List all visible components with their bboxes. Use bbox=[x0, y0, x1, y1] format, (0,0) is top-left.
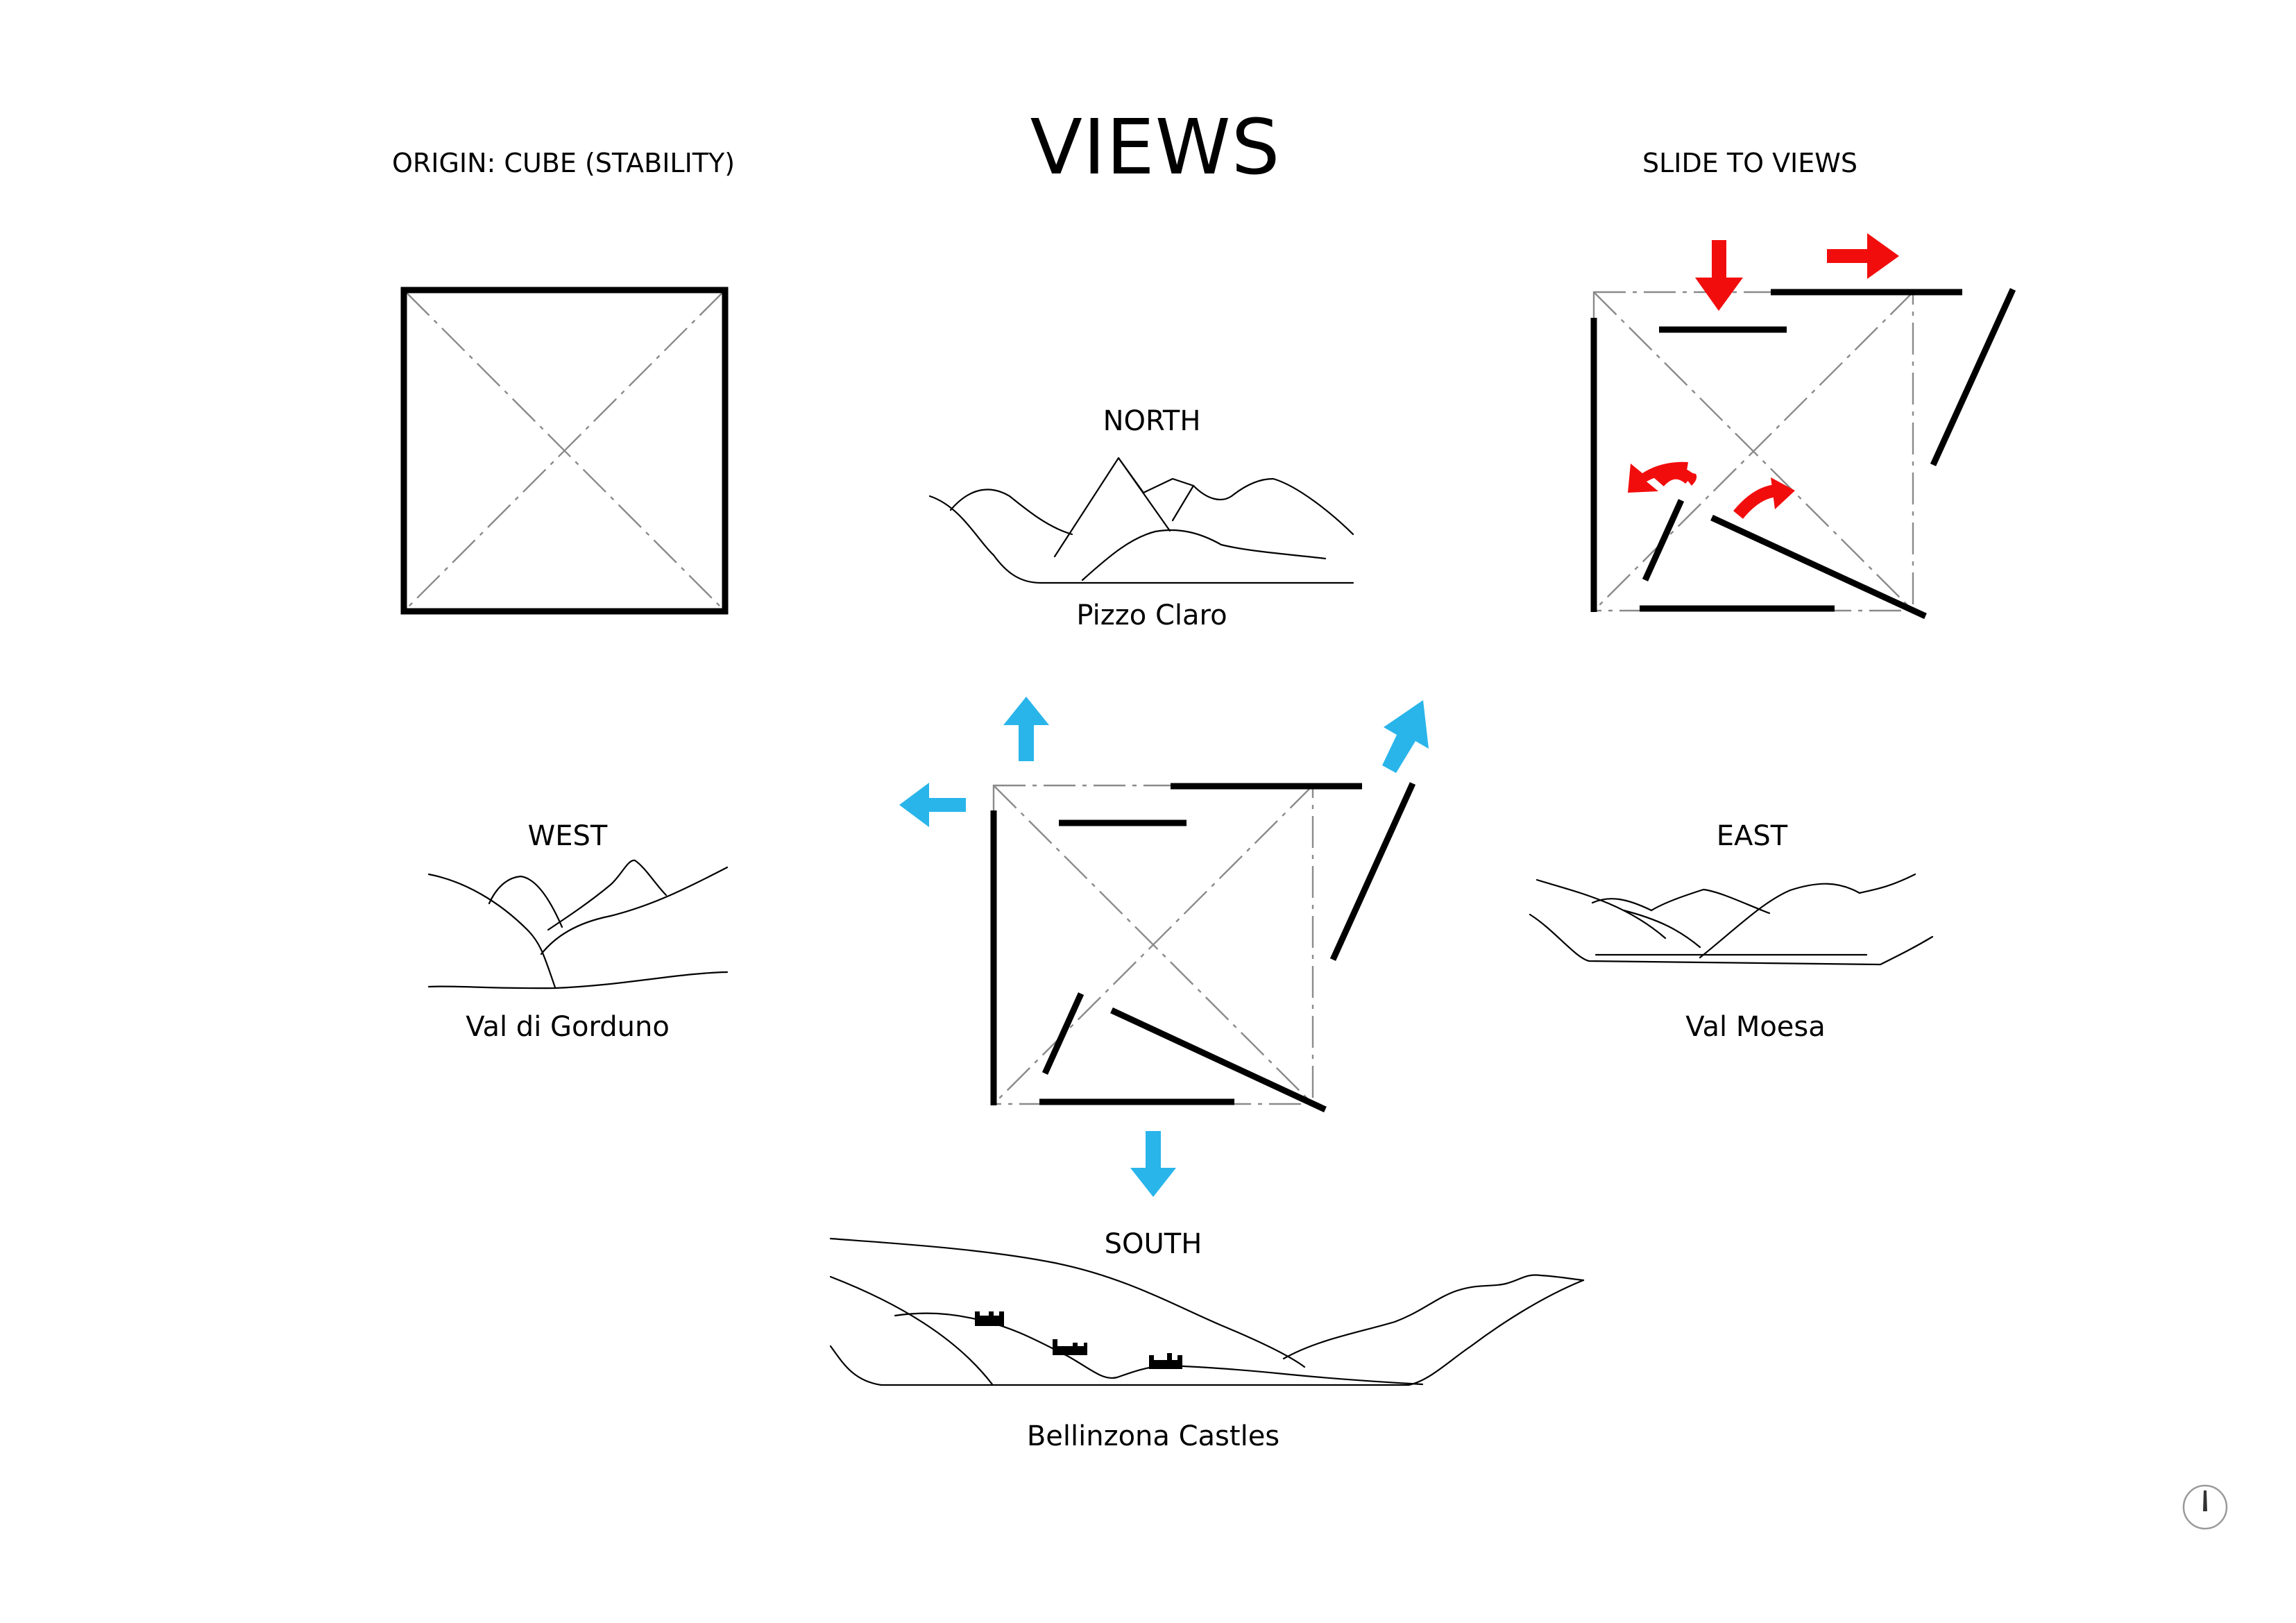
slide-cube bbox=[1590, 288, 2016, 620]
view-arrow-northeast bbox=[1382, 700, 1429, 773]
rotate-arrow-left bbox=[1628, 461, 1697, 493]
castle-icon bbox=[1149, 1353, 1182, 1369]
rotate-arrow-right bbox=[1733, 477, 1795, 519]
east-view-place: Val Moesa bbox=[1685, 1011, 1826, 1043]
slide-arrow-right bbox=[1827, 233, 1899, 279]
slide-heading: SLIDE TO VIEWS bbox=[1642, 148, 1857, 178]
page-title: VIEWS bbox=[1030, 103, 1281, 192]
castle-icon bbox=[975, 1311, 1004, 1326]
origin-heading: ORIGIN: CUBE (STABILITY) bbox=[392, 148, 735, 178]
castle-icon bbox=[1053, 1339, 1087, 1355]
east-view-direction: EAST bbox=[1717, 820, 1788, 852]
west-landscape-sketch bbox=[427, 859, 729, 989]
north-view-place: Pizzo Claro bbox=[1076, 600, 1227, 631]
slide-arrow-down bbox=[1695, 240, 1743, 311]
north-arrow-icon bbox=[2182, 1484, 2228, 1530]
south-view-direction: SOUTH bbox=[1105, 1228, 1202, 1260]
origin-cube bbox=[400, 287, 729, 615]
south-view-place: Bellinzona Castles bbox=[1027, 1420, 1279, 1452]
east-landscape-sketch bbox=[1529, 873, 1934, 966]
west-view-direction: WEST bbox=[528, 820, 608, 852]
west-view-place: Val di Gorduno bbox=[466, 1011, 670, 1043]
south-landscape-sketch bbox=[829, 1237, 1585, 1386]
view-arrow-south bbox=[1130, 1131, 1176, 1197]
view-arrow-west bbox=[899, 783, 966, 827]
north-landscape-sketch bbox=[928, 457, 1354, 584]
central-plan bbox=[990, 782, 1416, 1113]
view-arrow-north bbox=[1003, 697, 1049, 761]
north-view-direction: NORTH bbox=[1103, 405, 1201, 437]
